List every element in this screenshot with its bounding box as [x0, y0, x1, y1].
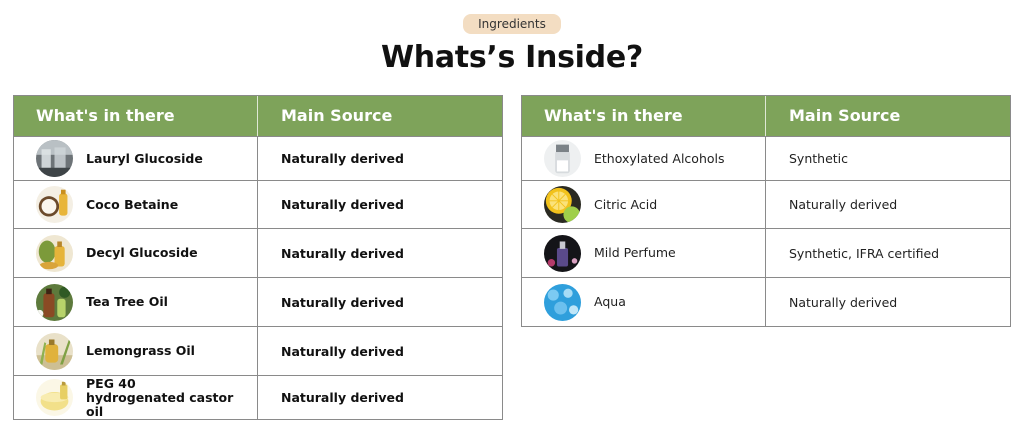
- column-header-source: Main Source: [281, 106, 393, 125]
- tea-tree-icon: [36, 283, 73, 321]
- ingredient-name: Ethoxylated Alcohols: [594, 150, 725, 166]
- table-row: Tea Tree Oil Naturally derived: [14, 277, 502, 326]
- ingredients-table-left: What's in there Main Source Lauryl Gluco…: [13, 95, 503, 420]
- lemongrass-oil-icon: [36, 332, 73, 370]
- ingredient-name: Lauryl Glucoside: [86, 150, 203, 166]
- column-header-source: Main Source: [789, 106, 901, 125]
- table-row: Lemongrass Oil Naturally derived: [14, 326, 502, 375]
- ingredient-name: Decyl Glucoside: [86, 245, 198, 260]
- column-header-ingredient: What's in there: [522, 96, 766, 136]
- ingredient-source: Naturally derived: [281, 245, 404, 261]
- ingredient-name: Mild Perfume: [594, 245, 676, 260]
- page-title: Whats’s Inside?: [381, 40, 643, 75]
- ingredient-source: Synthetic: [789, 151, 849, 166]
- vial-icon: [544, 140, 581, 177]
- table-row: Lauryl Glucoside Naturally derived: [14, 136, 502, 180]
- lab-beaker-icon: [36, 140, 73, 177]
- lemon-icon: [544, 186, 581, 223]
- ingredient-source: Naturally derived: [281, 197, 404, 212]
- ingredients-table-right: What's in there Main Source Ethoxylated …: [521, 95, 1011, 327]
- column-header-ingredient: What's in there: [14, 96, 258, 136]
- ingredient-source: Naturally derived: [789, 294, 898, 310]
- table-row: Citric Acid Naturally derived: [522, 180, 1010, 228]
- ingredient-name: Coco Betaine: [86, 196, 179, 212]
- ingredient-source: Naturally derived: [281, 151, 404, 166]
- castor-oil-icon: [36, 379, 73, 416]
- table-header: What's in there Main Source: [14, 96, 502, 136]
- ingredient-name: Tea Tree Oil: [86, 294, 168, 309]
- ingredient-source: Naturally derived: [281, 390, 404, 405]
- coconut-icon: [36, 186, 73, 223]
- ingredient-name: Aqua: [594, 294, 626, 309]
- ingredient-name: Citric Acid: [594, 196, 658, 212]
- ingredient-source: Naturally derived: [281, 294, 404, 310]
- ingredients-badge: Ingredients: [463, 14, 561, 34]
- ingredient-source: Naturally derived: [281, 343, 404, 359]
- table-row: Coco Betaine Naturally derived: [14, 180, 502, 228]
- ingredient-source: Synthetic, IFRA certified: [789, 245, 940, 261]
- ingredient-name: PEG 40 hydrogenated castor oil: [86, 375, 234, 419]
- table-row: Decyl Glucoside Naturally derived: [14, 228, 502, 277]
- table-row: Ethoxylated Alcohols Synthetic: [522, 136, 1010, 180]
- ingredient-source: Naturally derived: [789, 197, 898, 212]
- water-icon: [544, 283, 581, 321]
- oil-bottle-icon: [36, 234, 73, 272]
- table-row: PEG 40 hydrogenated castor oil Naturally…: [14, 375, 502, 419]
- table-row: Mild Perfume Synthetic, IFRA certified: [522, 228, 1010, 277]
- table-row: Aqua Naturally derived: [522, 277, 1010, 326]
- ingredient-name: Lemongrass Oil: [86, 343, 195, 358]
- table-header: What's in there Main Source: [522, 96, 1010, 136]
- perfume-icon: [544, 234, 581, 272]
